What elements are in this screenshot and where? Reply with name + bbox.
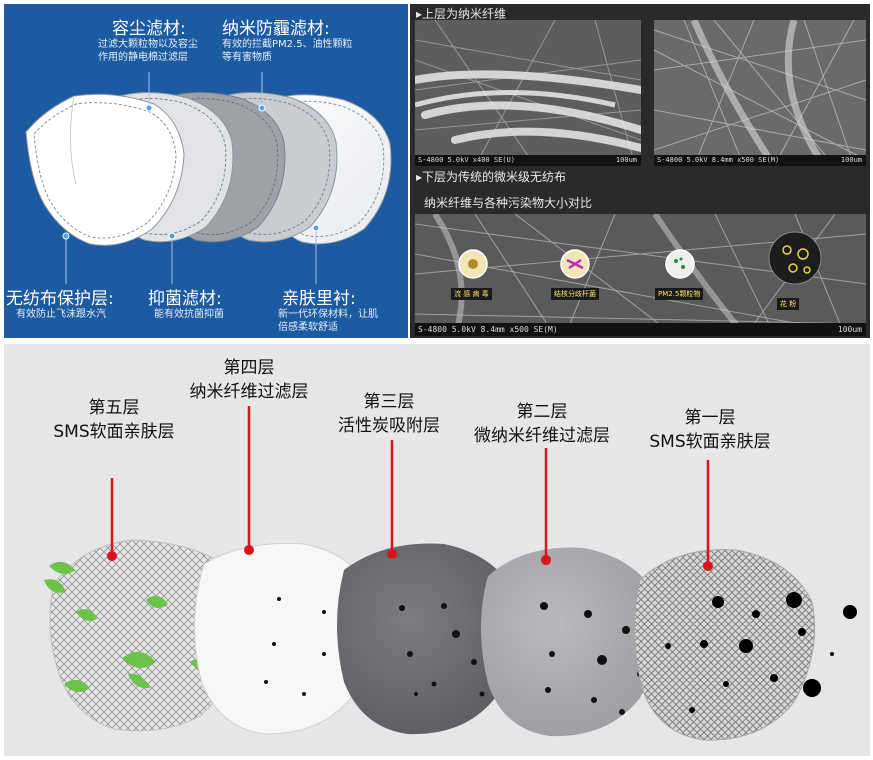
nonwoven-title: 无纺布保护层:	[6, 289, 114, 309]
sem-image-nanofiber-dense: S-4800 5.0kV 8.4mm x500 SE(M) 100um	[654, 20, 866, 166]
layer1-title: 第一层	[684, 408, 736, 428]
five-layer-illustration	[44, 406, 857, 741]
sem-scale-1: 100um	[615, 156, 637, 164]
red-pointer-lines	[110, 406, 710, 566]
sem-panel: ▸上层为纳米纤维 S-4800 5.0kV x400 SE(U) 100um	[410, 4, 870, 338]
layer1-shape	[633, 549, 857, 741]
nano-filter-desc-2: 等有害物质	[222, 52, 272, 63]
layer4-title: 第四层	[223, 358, 275, 378]
layer5-label: 第五层 SMS软面亲肤层	[34, 396, 194, 444]
upper-layer-title: ▸上层为纳米纤维	[416, 7, 507, 21]
lower-layer-title: ▸下层为传统的微米级无纺布	[416, 170, 567, 184]
layer1-label: 第一层 SMS软面亲肤层	[628, 406, 792, 454]
sem-caption-1: S-4800 5.0kV x400 SE(U) 100um	[415, 155, 641, 166]
lower-layer-title-text: 下层为传统的微米级无纺布	[422, 170, 567, 184]
dust-filter-desc-2: 作用的静电棉过滤层	[98, 52, 188, 63]
pointer-lines	[65, 72, 317, 284]
layer2-name: 微纳米纤维过滤层	[474, 426, 610, 446]
sem-caption-2: S-4800 5.0kV 8.4mm x500 SE(M) 100um	[654, 155, 866, 166]
sem-scale-3: 100um	[837, 325, 862, 334]
layer3-title: 第三层	[363, 392, 415, 412]
sem-fibers-3	[415, 214, 866, 336]
layer4-label: 第四层 纳米纤维过滤层	[164, 356, 334, 404]
mask-layers-illustration	[25, 72, 392, 284]
layer2-shape	[481, 547, 661, 737]
sem-fibers-2	[654, 20, 866, 166]
nano-filter-desc-1: 有效的拦截PM2.5、油性颗粒	[222, 39, 353, 50]
pollutant-pm25-icon	[665, 249, 695, 279]
pollutant-flu-virus-icon	[458, 249, 488, 279]
layer3-name: 活性炭吸附层	[338, 416, 440, 436]
antibacterial-desc: 能有效抗菌抑菌	[154, 309, 224, 320]
leaf-icon	[122, 651, 156, 669]
dust-filter-title: 容尘滤材:	[112, 19, 186, 39]
nonwoven-desc: 有效防止飞沫跟水汽	[16, 309, 106, 320]
pointer-dots	[62, 104, 320, 240]
leaf-icon	[44, 579, 66, 593]
layer5-title: 第五层	[88, 398, 140, 418]
pollutant-label-pm25: PM2.5颗粒物	[655, 288, 704, 300]
skin-lining-desc-2: 倍感柔软舒适	[278, 322, 338, 333]
pollutant-label-pollen: 花 粉	[777, 298, 800, 310]
layer4-name: 纳米纤维过滤层	[189, 382, 309, 402]
sem-caption-3: S-4800 5.0kV 8.4mm x500 SE(M) 100um	[415, 323, 866, 336]
pollutant-pollen-icon	[768, 231, 822, 285]
leaf-icon	[64, 679, 90, 693]
layer1-name: SMS软面亲肤层	[649, 432, 771, 452]
leaf-icon	[128, 673, 150, 689]
pollutant-label-tb: 结核分歧杆菌	[551, 288, 599, 300]
five-layer-panel: 第五层 SMS软面亲肤层 第四层 纳米纤维过滤层 第三层 活性炭吸附层 第二层 …	[4, 344, 870, 756]
leaf-icon	[76, 609, 98, 621]
leaf-icon	[49, 561, 75, 575]
mask-layers-panel: 容尘滤材: 过滤大颗粒物以及容尘 作用的静电棉过滤层 纳米防霾滤材: 有效的拦截…	[4, 4, 408, 338]
layer5-name: SMS软面亲肤层	[53, 422, 175, 442]
layer2-label: 第二层 微纳米纤维过滤层	[444, 400, 640, 448]
nano-filter-title: 纳米防霾滤材:	[222, 19, 330, 39]
skin-lining-desc-1: 新一代环保材料，让肌	[278, 309, 378, 320]
dust-filter-desc-1: 过滤大颗粒物以及容尘	[98, 39, 198, 50]
sem-caption-2-text: S-4800 5.0kV 8.4mm x500 SE(M)	[657, 156, 780, 164]
upper-layer-title-text: 上层为纳米纤维	[422, 7, 507, 21]
sem-caption-3-text: S-4800 5.0kV 8.4mm x500 SE(M)	[418, 325, 558, 334]
pollutant-label-flu: 流 感 病 毒	[451, 288, 492, 300]
compare-title: 纳米纤维与各种污染物大小对比	[424, 196, 593, 210]
pollutant-tb-bacteria-icon	[560, 249, 590, 279]
red-pointer-dots	[107, 545, 713, 571]
sem-image-pollutant-compare: 流 感 病 毒 结核分歧杆菌 PM2.5颗粒物 花 粉 S-4800 5.0kV…	[415, 214, 866, 336]
layer3-label: 第三层 活性炭吸附层	[304, 390, 474, 438]
antibacterial-title: 抑菌滤材:	[148, 289, 222, 309]
skin-lining-title: 亲肤里衬:	[282, 289, 356, 309]
sem-scale-2: 100um	[840, 156, 862, 164]
layer2-title: 第二层	[516, 402, 568, 422]
sem-caption-1-text: S-4800 5.0kV x400 SE(U)	[418, 156, 515, 164]
leaf-icon	[146, 595, 168, 609]
sem-fibers-1	[415, 20, 641, 166]
sem-image-nanofiber-top: S-4800 5.0kV x400 SE(U) 100um	[415, 20, 641, 166]
mask-layer-outer-shell	[25, 93, 185, 246]
